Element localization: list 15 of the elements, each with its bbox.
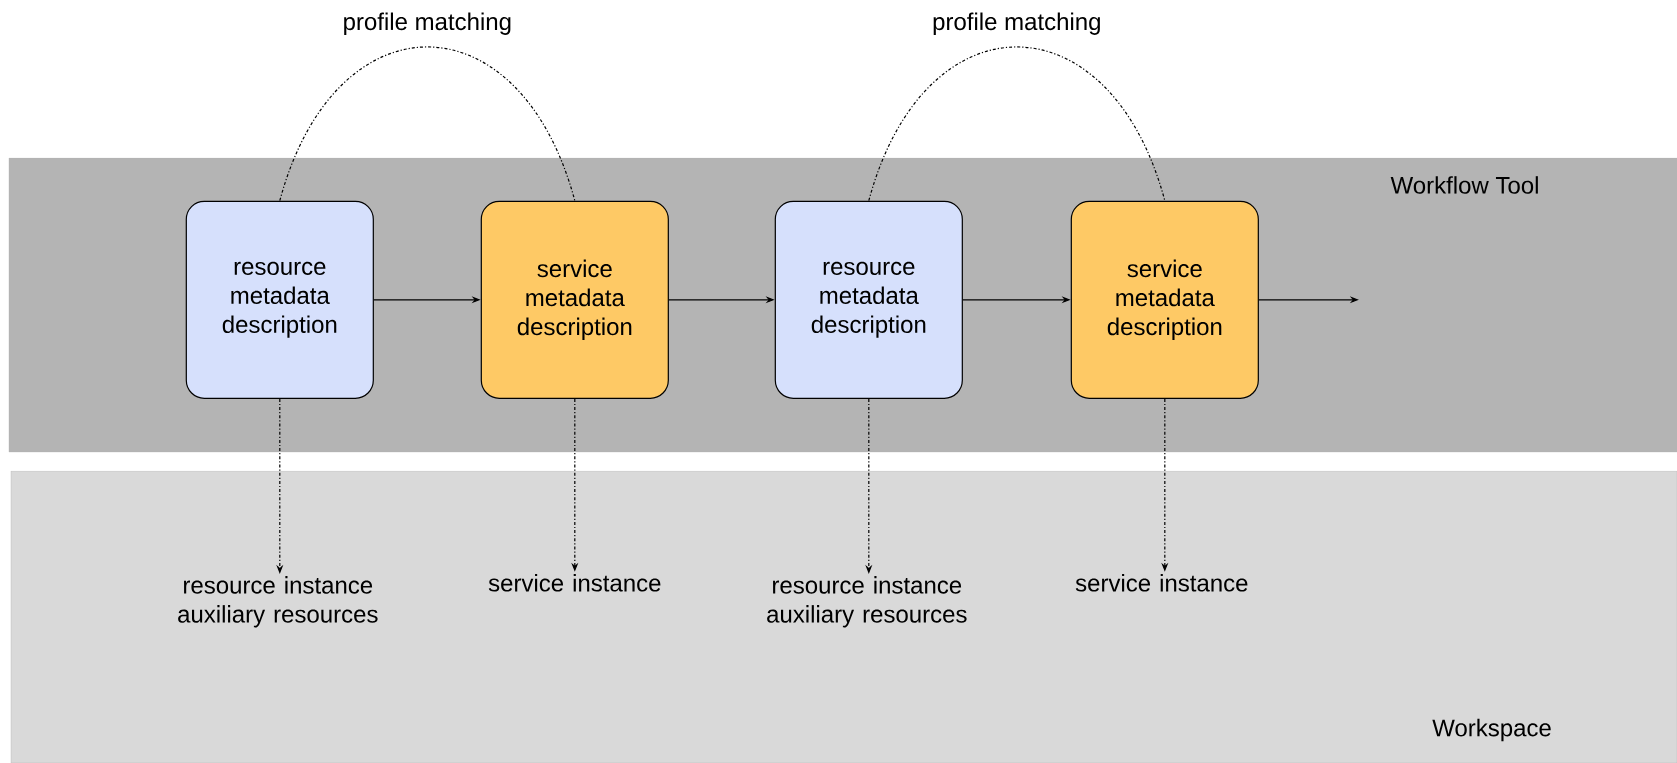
instance-label: resource instance auxiliary resources xyxy=(767,576,967,628)
edge-label: profile matching xyxy=(933,12,1100,35)
band-label: Workspace xyxy=(1432,718,1551,742)
instance-label: service instance xyxy=(488,574,661,592)
process-box: resource metadata description xyxy=(774,200,963,399)
process-box: service metadata description xyxy=(480,200,669,399)
instance-label: service instance xyxy=(1075,574,1248,592)
curved-connector xyxy=(868,46,1166,202)
band-label: Workflow Tool xyxy=(1390,176,1538,194)
instance-label: resource instance auxiliary resources xyxy=(178,576,378,628)
band xyxy=(10,470,1677,763)
edge-label: profile matching xyxy=(344,12,511,35)
process-box: resource metadata description xyxy=(185,200,374,399)
curved-connector xyxy=(279,46,576,202)
process-box: service metadata description xyxy=(1070,200,1259,399)
